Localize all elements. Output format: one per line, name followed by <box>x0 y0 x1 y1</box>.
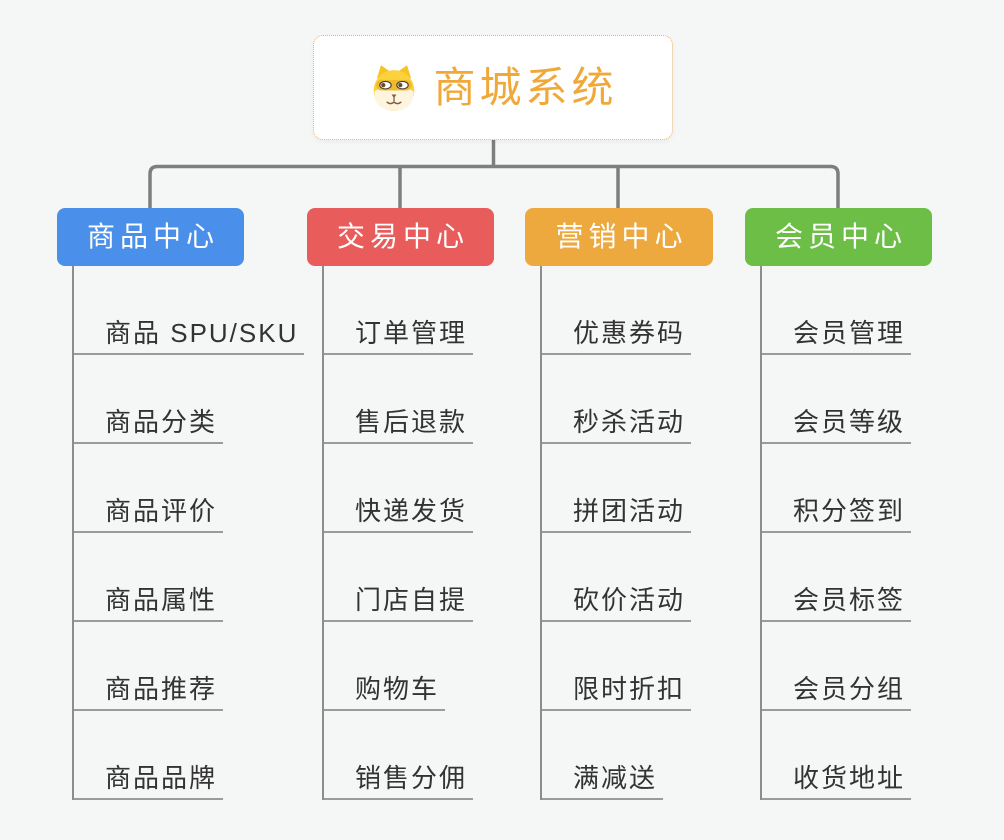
child-topic[interactable]: 商品评价 <box>73 498 224 533</box>
child-topic[interactable]: 商品 SPU/SKU <box>73 320 305 355</box>
child-topic[interactable]: 会员分组 <box>761 676 912 711</box>
child-topic[interactable]: 拼团活动 <box>541 498 692 533</box>
child-topic[interactable]: 快递发货 <box>323 498 474 533</box>
branch-children-marketing-center: 优惠券码 秒杀活动 拼团活动 砍价活动 限时折扣 满减送 <box>525 266 775 800</box>
branch-label: 交易中心 <box>336 221 469 252</box>
child-topic[interactable]: 会员管理 <box>761 320 912 355</box>
child-topic[interactable]: 订单管理 <box>323 320 474 355</box>
branch-children-member-center: 会员管理 会员等级 积分签到 会员标签 会员分组 收货地址 <box>745 266 995 800</box>
child-topic[interactable]: 收货地址 <box>761 765 912 800</box>
dog-face-icon <box>374 64 415 111</box>
child-topic[interactable]: 售后退款 <box>323 409 474 444</box>
child-topic[interactable]: 商品品牌 <box>73 765 224 800</box>
branch-spine-line <box>322 266 324 800</box>
child-topic[interactable]: 销售分佣 <box>323 765 474 800</box>
branch-node-member-center[interactable]: 会员中心 <box>745 208 932 266</box>
child-topic[interactable]: 限时折扣 <box>541 676 692 711</box>
branch-children-product-center: 商品 SPU/SKU 商品分类 商品评价 商品属性 商品推荐 商品品牌 <box>57 266 307 800</box>
child-topic[interactable]: 门店自提 <box>323 587 474 622</box>
branch-spine-line <box>540 266 542 800</box>
branch-spine-line <box>760 266 762 800</box>
child-topic[interactable]: 满减送 <box>541 765 664 800</box>
branch-node-marketing-center[interactable]: 营销中心 <box>525 208 713 266</box>
branch-label: 营销中心 <box>555 221 688 252</box>
root-topic[interactable]: 商城系统 <box>313 35 673 140</box>
child-topic[interactable]: 商品分类 <box>73 409 224 444</box>
branch-label: 商品中心 <box>86 221 219 252</box>
child-topic[interactable]: 秒杀活动 <box>541 409 692 444</box>
branch-spine-line <box>72 266 74 800</box>
branch-node-trade-center[interactable]: 交易中心 <box>307 208 494 266</box>
child-topic[interactable]: 商品属性 <box>73 587 224 622</box>
child-topic[interactable]: 砍价活动 <box>541 587 692 622</box>
child-topic[interactable]: 优惠券码 <box>541 320 692 355</box>
child-topic[interactable]: 购物车 <box>323 676 446 711</box>
root-title: 商城系统 <box>433 63 618 111</box>
child-topic[interactable]: 会员标签 <box>761 587 912 622</box>
child-topic[interactable]: 商品推荐 <box>73 676 224 711</box>
branch-label: 会员中心 <box>774 221 907 252</box>
branch-children-trade-center: 订单管理 售后退款 快递发货 门店自提 购物车 销售分佣 <box>307 266 557 800</box>
child-topic[interactable]: 会员等级 <box>761 409 912 444</box>
branch-node-product-center[interactable]: 商品中心 <box>57 208 244 266</box>
child-topic[interactable]: 积分签到 <box>761 498 912 533</box>
